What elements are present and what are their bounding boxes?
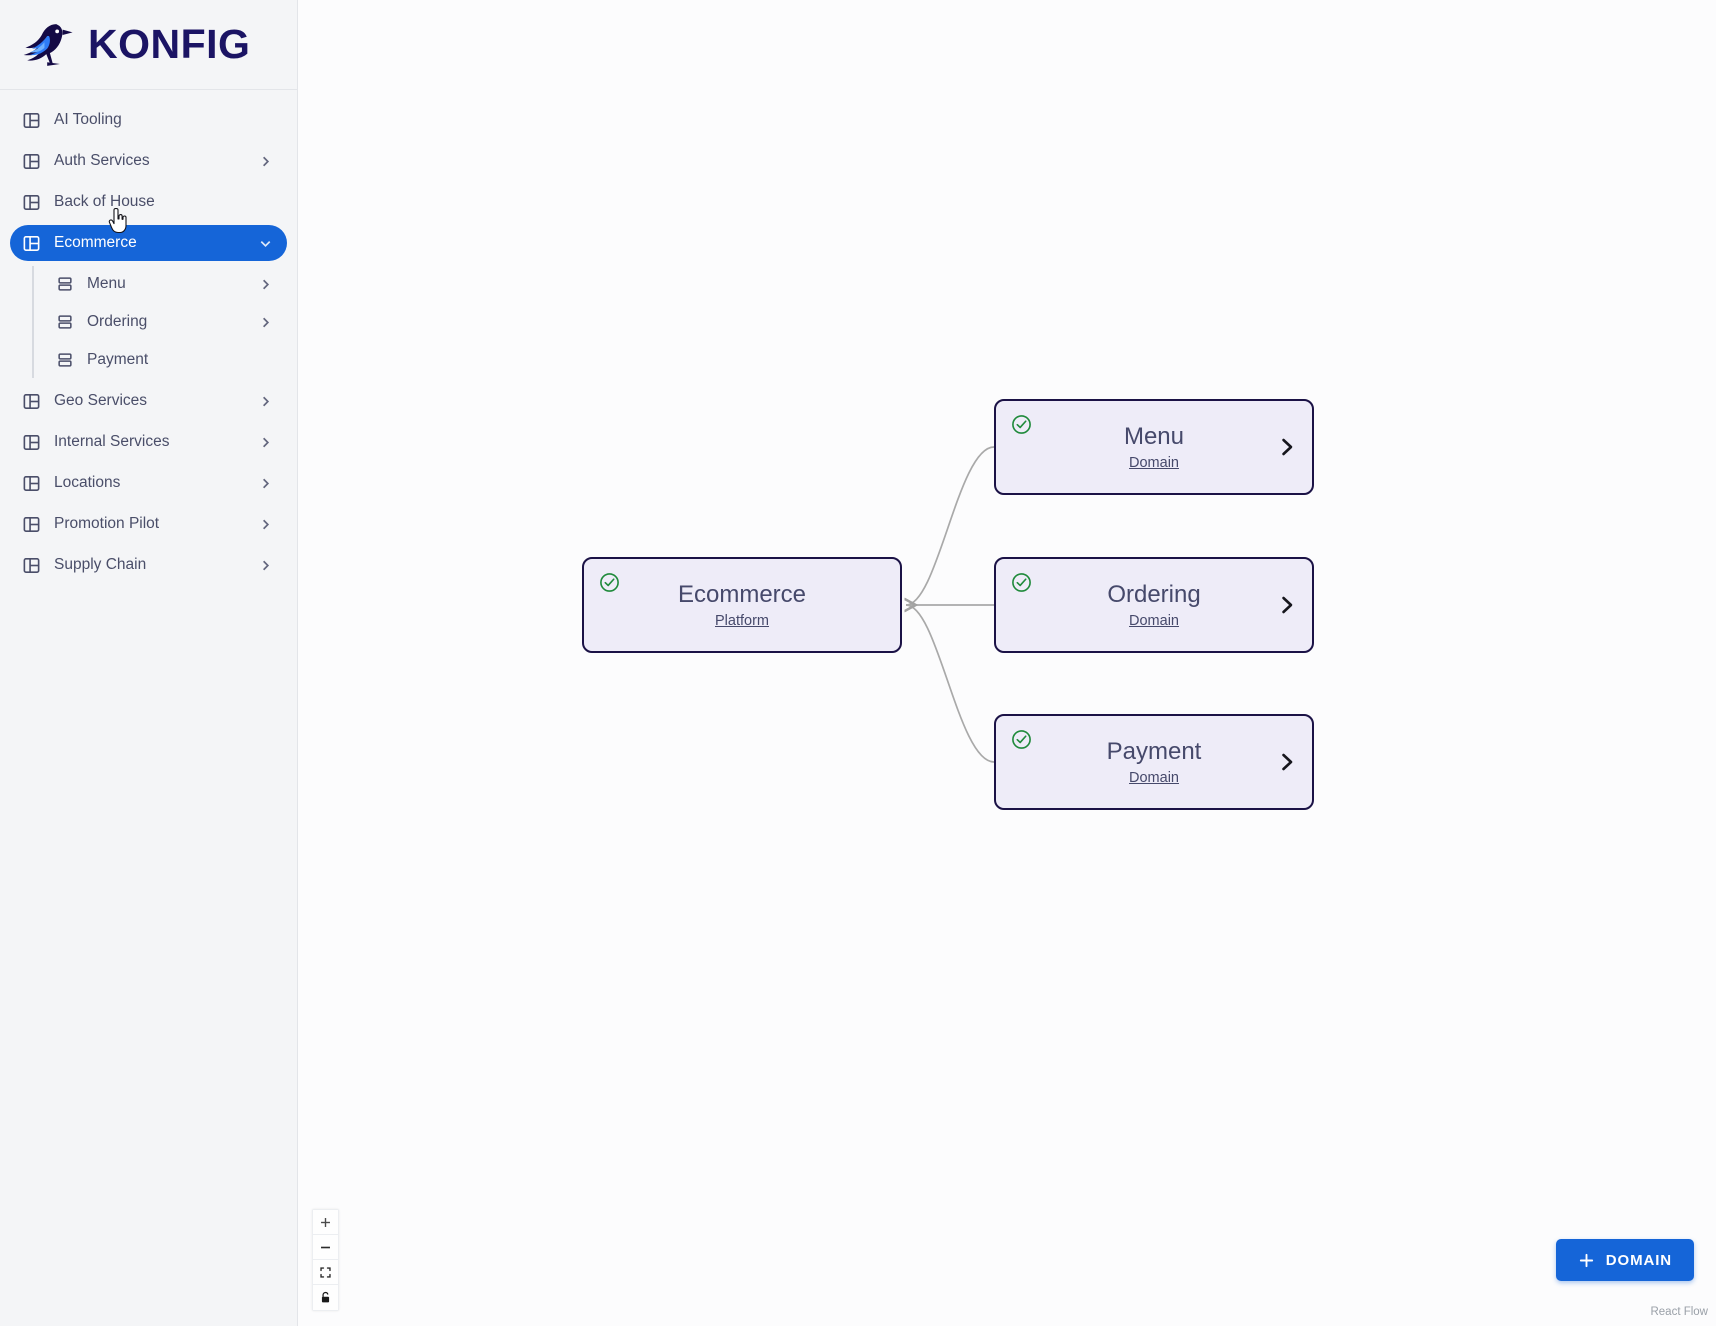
sidebar-item-label: AI Tooling (54, 111, 122, 128)
chevron-right-icon (263, 519, 270, 529)
flow-node-platform-ecommerce[interactable]: Ecommerce Platform (582, 557, 902, 653)
fit-view-icon (320, 1266, 331, 1278)
sidebar-subitem-label: Menu (87, 275, 126, 292)
minus-icon (321, 1246, 330, 1248)
platform-panel-icon (23, 153, 40, 169)
sidebar-item-geo-services[interactable]: Geo Services (10, 383, 287, 419)
chevron-down-icon (260, 240, 271, 247)
sidebar-subnav-ecommerce: Menu Ordering Payment (32, 266, 287, 378)
chevron-right-icon (263, 396, 270, 406)
brand-header[interactable]: KONFIG (0, 0, 297, 90)
platform-panel-icon (23, 235, 40, 251)
chevron-right-icon (263, 317, 270, 327)
chevron-right-icon (263, 156, 270, 166)
node-content: Ecommerce Platform (584, 581, 900, 629)
sidebar-item-internal-services[interactable]: Internal Services (10, 424, 287, 460)
node-subtitle: Domain (1129, 769, 1179, 786)
zoom-out-button[interactable] (313, 1235, 338, 1260)
chevron-right-icon (263, 478, 270, 488)
sidebar-item-label: Locations (54, 474, 121, 491)
sidebar-item-label: Ecommerce (54, 234, 137, 251)
chevron-right-icon[interactable] (1276, 594, 1298, 616)
node-subtitle: Domain (1129, 612, 1179, 629)
check-circle-icon (1012, 573, 1031, 592)
plus-icon (1579, 1253, 1593, 1267)
platform-panel-icon (23, 434, 40, 450)
sidebar-item-label: Auth Services (54, 152, 150, 169)
node-title: Ecommerce (677, 581, 807, 609)
sidebar-item-ordering[interactable]: Ordering (48, 304, 287, 340)
edge-payment (906, 605, 995, 763)
node-title: Payment (1106, 738, 1202, 766)
sidebar-item-auth-services[interactable]: Auth Services (10, 143, 287, 179)
flow-node-domain-ordering[interactable]: Ordering Domain (994, 557, 1314, 653)
node-content: Ordering Domain (996, 581, 1312, 629)
sidebar-item-locations[interactable]: Locations (10, 465, 287, 501)
fit-view-button[interactable] (313, 1260, 338, 1285)
brand-name: KONFIG (88, 21, 251, 67)
flow-controls (312, 1209, 339, 1311)
platform-panel-icon (23, 557, 40, 573)
sidebar-item-label: Supply Chain (54, 556, 147, 573)
domain-stack-icon (58, 353, 72, 367)
sidebar-item-supply-chain[interactable]: Supply Chain (10, 547, 287, 583)
chevron-right-icon[interactable] (1276, 751, 1298, 773)
zoom-in-button[interactable] (313, 1210, 338, 1235)
check-circle-icon (1012, 730, 1031, 749)
chevron-right-icon (263, 560, 270, 570)
add-domain-button[interactable]: DOMAIN (1555, 1239, 1694, 1281)
check-circle-icon (1012, 415, 1031, 434)
plus-icon (321, 1217, 330, 1227)
chevron-right-icon[interactable] (1276, 436, 1298, 458)
domain-stack-icon (58, 277, 72, 291)
platform-panel-icon (23, 112, 40, 128)
flow-node-domain-menu[interactable]: Menu Domain (994, 399, 1314, 495)
node-title: Ordering (1107, 581, 1201, 609)
check-circle-icon (600, 573, 619, 592)
node-subtitle: Domain (1129, 454, 1179, 471)
sidebar-item-ecommerce[interactable]: Ecommerce (10, 225, 287, 261)
sidebar-item-label: Back of House (54, 193, 155, 210)
platform-panel-icon (23, 194, 40, 210)
domain-stack-icon (58, 315, 72, 329)
sidebar-subitem-label: Ordering (87, 313, 148, 330)
platform-panel-icon (23, 516, 40, 532)
chevron-right-icon (263, 279, 270, 289)
node-subtitle: Platform (715, 612, 769, 629)
sidebar-nav: AI Tooling Auth Services Back of House (0, 90, 297, 1326)
platform-panel-icon (23, 475, 40, 491)
flow-node-domain-payment[interactable]: Payment Domain (994, 714, 1314, 810)
sidebar-item-ai-tooling[interactable]: AI Tooling (10, 102, 287, 138)
flow-edges (298, 446, 995, 763)
node-content: Menu Domain (996, 423, 1312, 471)
raven-logo-icon (23, 23, 73, 66)
sidebar-item-label: Internal Services (54, 433, 170, 450)
lock-button[interactable] (313, 1285, 338, 1310)
add-domain-label: DOMAIN (1605, 1251, 1672, 1269)
chevron-right-icon (263, 437, 270, 447)
lock-icon (321, 1291, 330, 1303)
sidebar-item-label: Geo Services (54, 392, 148, 409)
edge-menu (906, 446, 995, 605)
react-flow-attribution[interactable]: React Flow (1650, 1306, 1708, 1318)
sidebar-item-payment[interactable]: Payment (48, 342, 287, 378)
sidebar-item-promotion-pilot[interactable]: Promotion Pilot (10, 506, 287, 542)
platform-panel-icon (23, 393, 40, 409)
sidebar-item-back-of-house[interactable]: Back of House (10, 184, 287, 220)
sidebar-item-menu[interactable]: Menu (48, 266, 287, 302)
node-content: Payment Domain (996, 738, 1312, 786)
sidebar: KONFIG AI Tooling Auth Services (0, 0, 298, 1326)
sidebar-item-label: Promotion Pilot (54, 515, 160, 532)
sidebar-subitem-label: Payment (87, 351, 149, 368)
node-title: Menu (1123, 423, 1185, 451)
flow-canvas[interactable]: Ecommerce Platform Menu Domain (298, 0, 1716, 1326)
